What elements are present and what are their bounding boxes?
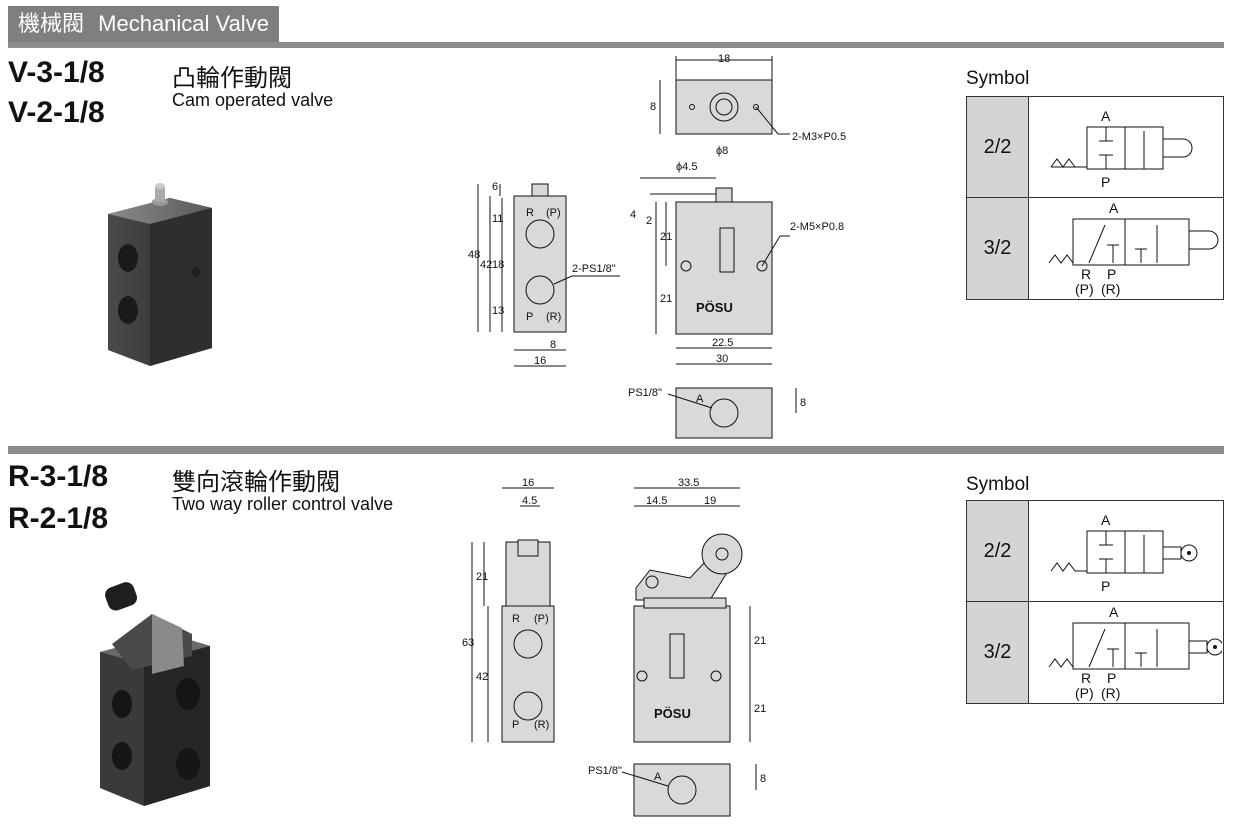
dim-front-2: 2 bbox=[646, 215, 652, 227]
symbol-divider bbox=[967, 197, 1223, 198]
dim-front-21a: 21 bbox=[660, 231, 672, 243]
r-dim-63: 63 bbox=[462, 637, 474, 649]
r-bottom-ps: PS1/8" bbox=[588, 765, 622, 777]
symbol2-label-2-2: 2/2 bbox=[967, 501, 1029, 601]
dim-front-4: 4 bbox=[630, 209, 636, 221]
dim-top-height: 8 bbox=[650, 101, 656, 113]
sym1-a2: A bbox=[1109, 200, 1119, 216]
header-title-en: Mechanical Valve bbox=[98, 11, 269, 36]
dim-port-thread: 2-PS1/8" bbox=[572, 263, 616, 275]
r-port-paren-p: (P) bbox=[534, 613, 549, 625]
sym1-p: P bbox=[1101, 174, 1110, 190]
front-brand: PÖSU bbox=[696, 300, 733, 315]
r-dim-145: 14.5 bbox=[646, 495, 667, 507]
port-p-bottom: P bbox=[526, 311, 533, 323]
sym2-a: A bbox=[1101, 512, 1111, 528]
r-dim-45: 4.5 bbox=[522, 495, 537, 507]
cam-valve-symbol: A P A R P (P) (R) bbox=[1048, 108, 1219, 297]
dim-phi45: ϕ4.5 bbox=[676, 161, 697, 173]
symbol-label-2-2: 2/2 bbox=[967, 97, 1029, 197]
roller-valve-drawings: 16 4.5 63 21 42 R (P) P (R) 33.5 14.5 19… bbox=[462, 477, 766, 817]
r-dim-21: 21 bbox=[476, 571, 488, 583]
dim-front-225: 22.5 bbox=[712, 337, 733, 349]
model-r3: R-3-1/8 bbox=[8, 460, 109, 493]
dim-side-8: 8 bbox=[550, 339, 556, 351]
r-dim-21b: 21 bbox=[754, 703, 766, 715]
header-rule bbox=[8, 42, 1224, 48]
model-r2: R-2-1/8 bbox=[8, 502, 109, 535]
symbol2-label-3-2: 3/2 bbox=[967, 602, 1029, 703]
dim-front-30: 30 bbox=[716, 353, 728, 365]
roller-valve-symbol: A P A R P (P) (R) bbox=[1048, 512, 1222, 701]
r-bottom-a: A bbox=[654, 771, 662, 783]
dim-bottom-ps: PS1/8" bbox=[628, 387, 662, 399]
header-title-zh: 機械閥 bbox=[18, 11, 85, 36]
dim-side-16: 16 bbox=[534, 355, 546, 367]
sym2-p2: P bbox=[1107, 670, 1116, 686]
r-bottom-8: 8 bbox=[760, 773, 766, 785]
sym2-r: R bbox=[1081, 670, 1091, 686]
r-port-r: R bbox=[512, 613, 520, 625]
sym1-p2: P bbox=[1107, 266, 1116, 282]
dim-side-13: 13 bbox=[492, 305, 504, 317]
sym2-paren-p: (P) bbox=[1075, 685, 1094, 701]
section2-name-zh: 雙向滾輪作動閥 bbox=[172, 469, 340, 496]
sym2-a2: A bbox=[1109, 604, 1119, 620]
dim-front-m5: 2-M5×P0.8 bbox=[790, 221, 844, 233]
r-dim-19: 19 bbox=[704, 495, 716, 507]
symbol-table-1: 2/2 3/2 A P A R P (P) (R) bbox=[966, 96, 1224, 300]
sym1-paren-p: (P) bbox=[1075, 281, 1094, 297]
dim-front-21b: 21 bbox=[660, 293, 672, 305]
sym2-paren-r: (R) bbox=[1101, 685, 1120, 701]
dim-side-18: 18 bbox=[492, 259, 504, 271]
section2-name-en: Two way roller control valve bbox=[172, 494, 394, 514]
dim-side-42: 42 bbox=[480, 259, 492, 271]
page-header: 機械閥 Mechanical Valve bbox=[8, 6, 279, 42]
symbol-title-1: Symbol bbox=[966, 68, 1030, 89]
symbol-label-3-2: 3/2 bbox=[967, 198, 1029, 299]
dim-bottom-8: 8 bbox=[800, 397, 806, 409]
model-v2: V-2-1/8 bbox=[8, 96, 105, 129]
r-front-brand: PÖSU bbox=[654, 706, 691, 721]
section-rule bbox=[8, 446, 1224, 454]
cam-valve-photo bbox=[108, 183, 212, 366]
cam-valve-drawings: 18 8 2-M3×P0.5 48 42 6 11 18 13 8 16 2-P… bbox=[468, 53, 846, 439]
sym1-a: A bbox=[1101, 108, 1111, 124]
dim-side-6: 6 bbox=[492, 181, 498, 193]
r-port-p: P bbox=[512, 719, 519, 731]
r-dim-335: 33.5 bbox=[678, 477, 699, 489]
dim-top-width: 18 bbox=[718, 53, 730, 65]
port-p-paren-top: (P) bbox=[546, 207, 561, 219]
sym1-paren-r: (R) bbox=[1101, 281, 1120, 297]
roller-valve-photo bbox=[100, 582, 210, 806]
r-dim-16: 16 bbox=[522, 477, 534, 489]
symbol-table-2: 2/2 3/2 A P A R P (P) (R) bbox=[966, 500, 1224, 704]
dim-bottom-a: A bbox=[696, 393, 704, 405]
symbol-title-2: Symbol bbox=[966, 474, 1030, 495]
dim-phi8: ϕ8 bbox=[716, 145, 728, 157]
r-dim-42: 42 bbox=[476, 671, 488, 683]
section1-name-en: Cam operated valve bbox=[172, 90, 334, 110]
dim-side-11: 11 bbox=[492, 213, 503, 225]
sym2-p: P bbox=[1101, 578, 1110, 594]
sym1-r: R bbox=[1081, 266, 1091, 282]
section1-name-zh: 凸輪作動閥 bbox=[172, 65, 292, 92]
dim-side-48: 48 bbox=[468, 249, 480, 261]
r-dim-21a: 21 bbox=[754, 635, 766, 647]
dim-top-thread: 2-M3×P0.5 bbox=[792, 131, 846, 143]
r-port-paren-r: (R) bbox=[534, 719, 549, 731]
port-r-top: R bbox=[526, 207, 534, 219]
port-r-paren-bottom: (R) bbox=[546, 311, 561, 323]
model-v3: V-3-1/8 bbox=[8, 56, 105, 89]
symbol2-divider bbox=[967, 601, 1223, 602]
